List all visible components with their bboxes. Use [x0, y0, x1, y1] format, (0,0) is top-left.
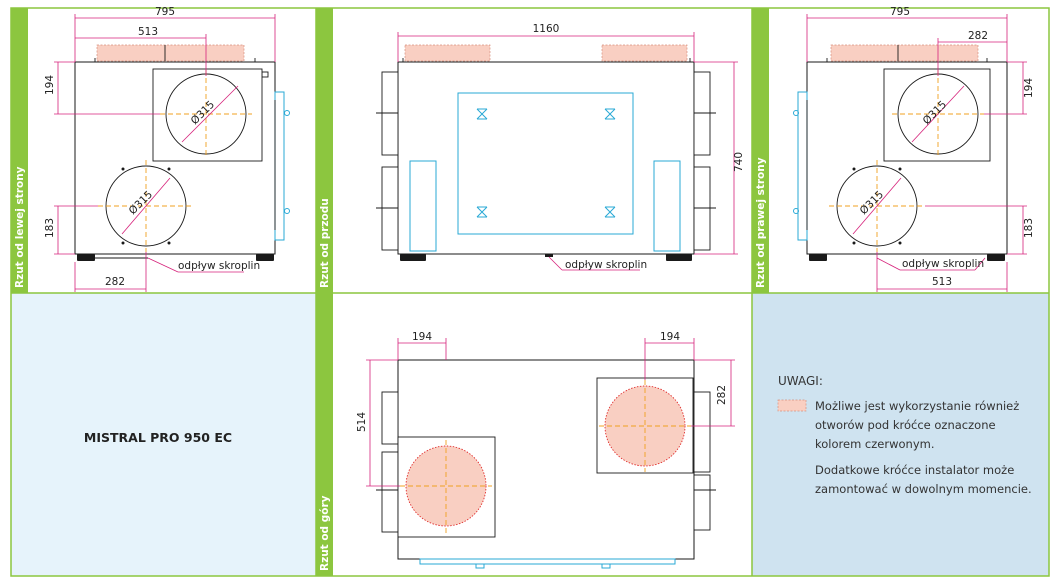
top-282-dim: 282: [716, 385, 728, 405]
notes-line-1c: kolorem czerwonym.: [815, 437, 934, 451]
right-513-dim: 513: [932, 276, 952, 288]
left-condensate-label: odpływ skroplin: [178, 260, 260, 272]
label-bar-front: [316, 8, 333, 293]
top-514-dim: 514: [356, 412, 368, 432]
notes-panel-bg: [752, 293, 1049, 576]
front-duct-right: [601, 44, 688, 62]
left-duct-top: [96, 44, 245, 62]
right-282-dim: 282: [968, 30, 988, 42]
top-194-right-dim: 194: [660, 331, 680, 343]
front-cyan-left: [409, 160, 437, 252]
label-top-view: Rzut od góry: [319, 495, 331, 571]
top-view: 194 194 514 282: [356, 331, 735, 569]
top-duct-left: [405, 445, 487, 527]
label-bar-left: [11, 8, 28, 293]
right-duct-top: [830, 44, 979, 62]
front-height-dim: 740: [733, 152, 745, 172]
right-194-dim: 194: [1023, 78, 1035, 98]
label-left-view: Rzut od lewej strony: [14, 166, 26, 288]
top-194-left-dim: 194: [412, 331, 432, 343]
label-front-view: Rzut od przodu: [319, 198, 331, 288]
left-183-dim: 183: [44, 218, 56, 238]
notes-block: UWAGI: Możliwe jest wykorzystanie równie…: [777, 374, 1032, 496]
top-duct-right: [604, 385, 686, 467]
notes-line-2a: Dodatkowe króćce instalator może: [815, 463, 1014, 477]
right-condensate-label: odpływ skroplin: [902, 258, 984, 270]
front-width-dim: 1160: [533, 23, 560, 35]
front-condensate-label: odpływ skroplin: [565, 259, 647, 271]
left-view: Ø315 Ø315 795 513 194 183 282 odpływ skr…: [44, 6, 290, 292]
right-183-dim: 183: [1023, 218, 1035, 238]
front-access-panel: [457, 92, 634, 235]
label-bar-right: [752, 8, 769, 293]
front-housing: [397, 61, 695, 255]
right-view: Ø315 Ø315 795 282 194 183 513 odpływ skr…: [793, 6, 1035, 292]
notes-line-1a: Możliwe jest wykorzystanie również: [815, 399, 1019, 413]
left-513-dim: 513: [138, 26, 158, 38]
model-name: MISTRAL PRO 950 EC: [84, 430, 232, 445]
front-cyan-right: [653, 160, 681, 252]
left-width-dim: 795: [155, 6, 175, 18]
front-view: 1160 740 odpływ skroplin: [376, 23, 745, 271]
model-panel-bg: [11, 293, 316, 576]
notes-title: UWAGI:: [778, 374, 823, 388]
front-duct-left: [404, 44, 491, 62]
label-right-view: Rzut od prawej strony: [755, 157, 767, 288]
label-bar-top: [316, 293, 333, 576]
notes-line-2b: zamontować w dowolnym momencie.: [815, 482, 1032, 496]
left-194-dim: 194: [44, 75, 56, 95]
right-width-dim: 795: [890, 6, 910, 18]
notes-legend-swatch: [777, 399, 807, 412]
left-282-dim: 282: [105, 276, 125, 288]
notes-line-1b: otworów pod króćce oznaczone: [815, 418, 996, 432]
